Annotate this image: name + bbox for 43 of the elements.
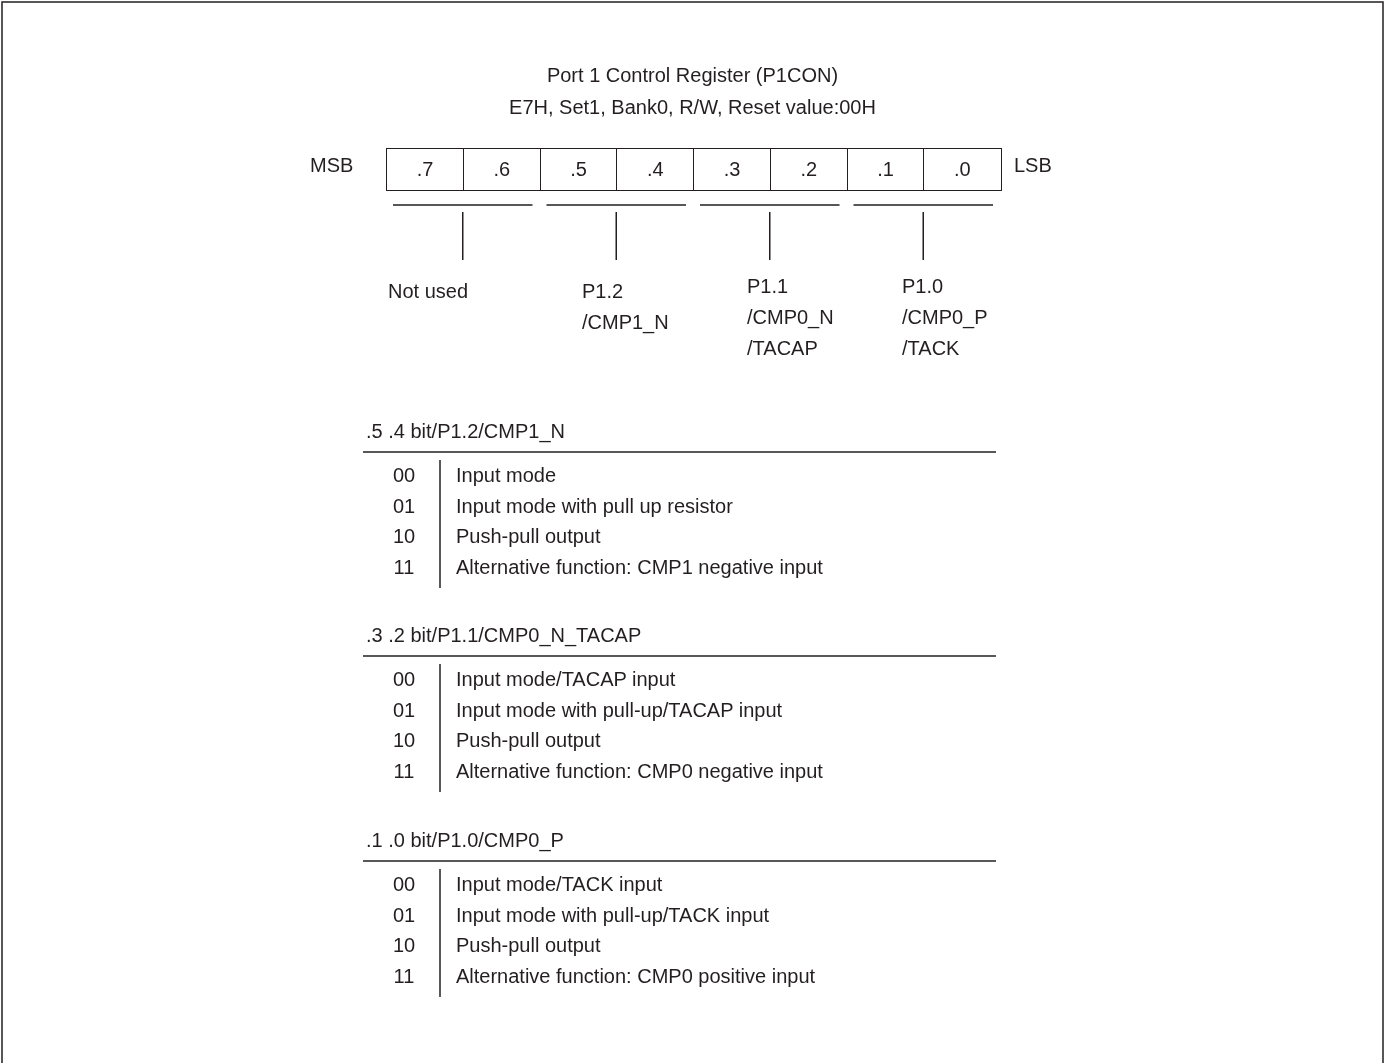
bit-value: 00 <box>391 872 417 897</box>
bit-cell: .4 <box>616 148 695 191</box>
field-description: P1.2 /CMP1_N <box>582 279 669 336</box>
register-title: Port 1 Control Register (P1CON) <box>545 63 840 88</box>
bit-value: 11 <box>392 963 416 989</box>
mode-description: Input mode/TACAP input <box>456 667 676 692</box>
mode-description: Input mode with pull up resistor <box>456 493 733 519</box>
bit-value: 00 <box>391 463 417 488</box>
field-description: P1.0 /CMP0_P /TACK <box>902 274 988 361</box>
table-heading: .1 .0 bit/P1.0/CMP0_P <box>366 828 564 854</box>
bit-value: 01 <box>391 902 417 928</box>
lsb-label: LSB <box>1014 153 1052 178</box>
bit-value: 01 <box>391 493 417 519</box>
mode-description: Input mode with pull-up/TACK input <box>456 902 770 928</box>
mode-description: Input mode/TACK input <box>456 872 663 897</box>
bit-value: 01 <box>391 697 417 723</box>
bit-value: 10 <box>391 728 417 753</box>
bit-cell: .0 <box>923 148 1002 191</box>
bit-cell: .3 <box>693 148 772 191</box>
mode-description: Input mode <box>456 463 557 488</box>
field-description: Not used <box>388 279 469 304</box>
bit-cell: .5 <box>539 148 618 191</box>
register-subtitle: E7H, Set1, Bank0, R/W, Reset value:00H <box>508 95 877 120</box>
bit-value: 11 <box>392 554 416 580</box>
mode-description: Input mode with pull-up/TACAP input <box>456 697 783 723</box>
bit-value: 10 <box>391 933 417 958</box>
mode-description: Alternative function: CMP0 negative input <box>456 758 823 784</box>
field-description: P1.1 /CMP0_N /TACAP <box>747 274 834 361</box>
bit-cell: .1 <box>846 148 925 191</box>
bit-cell: .6 <box>462 148 541 191</box>
table-heading: .3 .2 bit/P1.1/CMP0_N_TACAP <box>366 623 642 649</box>
mode-description: Alternative function: CMP0 positive input <box>456 963 816 989</box>
mode-description: Push-pull output <box>456 524 601 549</box>
msb-label: MSB <box>310 153 354 178</box>
mode-description: Alternative function: CMP1 negative input <box>456 554 823 580</box>
bit-value: 10 <box>391 524 417 549</box>
mode-description: Push-pull output <box>456 933 601 958</box>
mode-description: Push-pull output <box>456 728 601 753</box>
bit-cell: .2 <box>769 148 848 191</box>
bit-value: 00 <box>391 667 417 692</box>
table-heading: .5 .4 bit/P1.2/CMP1_N <box>366 419 565 445</box>
bit-cell: .7 <box>386 148 465 191</box>
bit-value: 11 <box>392 758 416 784</box>
